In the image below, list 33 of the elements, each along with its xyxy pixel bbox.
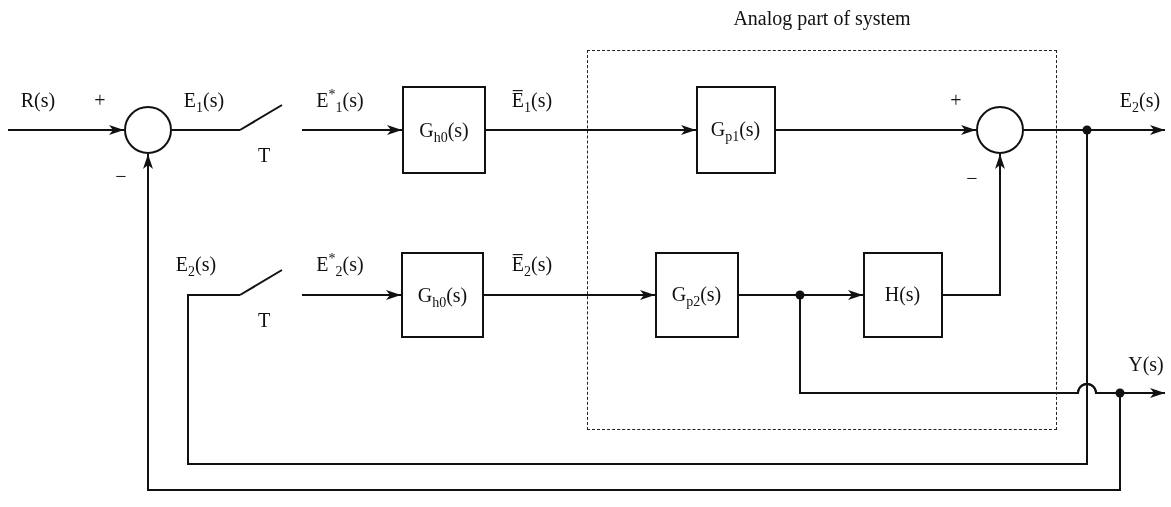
signal-arrow (7, 125, 125, 135)
signal-label: Y(s) (1128, 354, 1164, 374)
signal-label: R(s) (20, 90, 56, 110)
block-box (402, 86, 486, 174)
signal-arrow (301, 290, 402, 300)
block-box (654, 251, 739, 338)
signal-arrow (143, 153, 1121, 491)
signal-label: E$^{*}$$_{2}$(s) (316, 254, 364, 274)
transfer-function-label: G$_{h0}$(s) (417, 283, 468, 307)
block-box (401, 252, 484, 338)
summing-junction (124, 106, 172, 154)
signal-label: E$^{*}$$_{1}$(s) (316, 90, 364, 110)
signal-label: E̅$_{2}$(s) (511, 254, 553, 274)
sign-label: − (115, 166, 127, 186)
signal-label: E$_{2}$(s) (175, 254, 217, 274)
signal-arrow (775, 125, 977, 135)
boundary-title: Analog part of system (732, 7, 912, 30)
signal-arrow (942, 153, 1005, 296)
signal-label: E̅$_{1}$(s) (511, 90, 553, 110)
signal-arrow (485, 125, 697, 135)
transfer-function-label: H(s) (884, 283, 921, 306)
sampling-period-label: T (258, 144, 271, 167)
signal-label: E$_{2}$(s) (1119, 90, 1161, 110)
sign-label: + (94, 90, 106, 110)
sign-label: − (966, 168, 978, 188)
signal-arrow (483, 290, 656, 300)
block-box (862, 251, 943, 338)
signal-label: E$_{1}$(s) (183, 90, 225, 110)
sign-label: + (950, 90, 962, 110)
signal-arrow (301, 125, 403, 135)
block-box (695, 85, 776, 174)
transfer-function-label: G$_{h0}$(s) (419, 118, 469, 142)
sampling-period-label: T (258, 309, 271, 332)
